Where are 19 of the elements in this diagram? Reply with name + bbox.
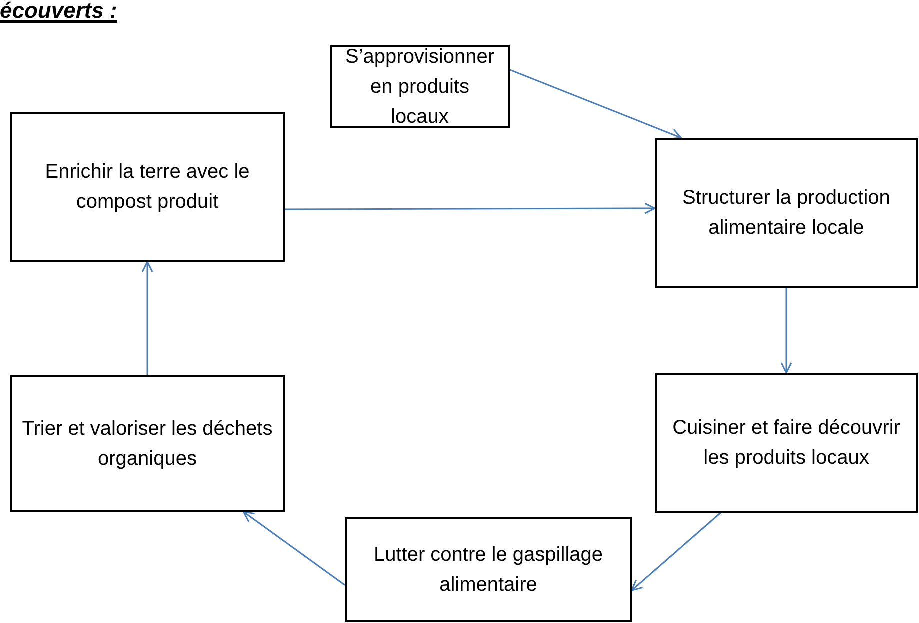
box-label: Trier et valoriser les déchets organiques [21,416,274,472]
box-label: Structurer la production alimentaire locale [682,186,892,241]
process-box [655,373,918,513]
arrow [142,261,154,375]
arrow [285,202,656,214]
heading: écouverts : [0,0,118,25]
box-label: Cuisiner et faire découvrir les produits locaux [672,416,902,471]
process-box [345,517,632,622]
box-label: S’approvisionner en produits locaux [344,44,496,130]
arrow [631,512,722,592]
arrow [510,69,682,140]
arrow [243,511,346,586]
process-box [10,375,285,512]
box-label: Enrichir la terre avec le compost produit [44,160,251,215]
process-box [655,138,918,288]
process-box [330,45,510,128]
process-box [10,112,285,262]
box-label: Lutter contre le gaspillage alimentaire [372,542,604,598]
arrow [780,288,792,374]
